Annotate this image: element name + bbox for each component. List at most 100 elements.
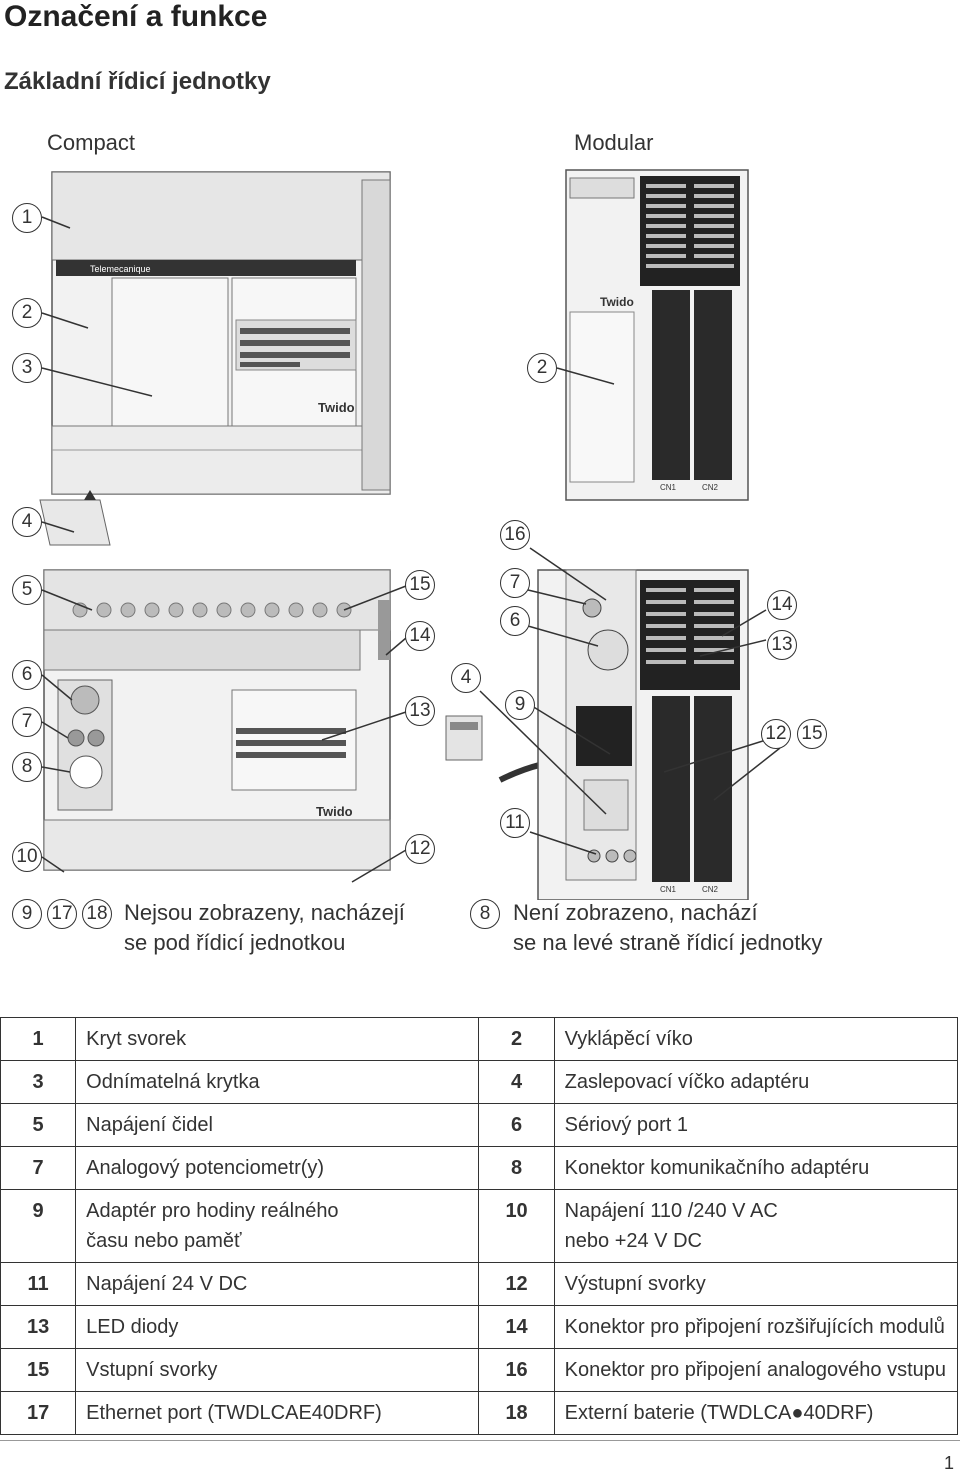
footer-rule bbox=[0, 1440, 960, 1441]
legend-number: 14 bbox=[478, 1305, 555, 1349]
callout-13-modular: 13 bbox=[767, 630, 797, 660]
callout-12-modular: 12 bbox=[761, 719, 791, 749]
legend-description: Napájení 110 /240 V AC nebo +24 V DC bbox=[553, 1189, 959, 1263]
legend-number: 8 bbox=[478, 1146, 555, 1190]
legend-number-text: 7 bbox=[32, 1157, 44, 1179]
legend-number-text: 15 bbox=[26, 1359, 50, 1381]
legend-description: Analogový potenciometr(y) bbox=[75, 1146, 480, 1190]
legend-description-text: Konektor pro připojení rozšiřujících mod… bbox=[564, 1316, 945, 1338]
legend-number: 17 bbox=[0, 1391, 77, 1435]
callout-8: 8 bbox=[12, 752, 42, 782]
legend-row: 1 Kryt svorek 2 Vyklápěcí víko bbox=[0, 1017, 959, 1061]
callout-15: 15 bbox=[405, 570, 435, 600]
legend-description-text: Napájení 110 /240 V AC bbox=[564, 1200, 778, 1222]
modular-controller-open: CN1 CN2 bbox=[537, 569, 749, 900]
legend-number: 9 bbox=[0, 1189, 77, 1263]
legend-number-text: 4 bbox=[511, 1071, 523, 1093]
callout-7: 7 bbox=[12, 707, 42, 737]
cn1-label-top: CN1 bbox=[660, 483, 677, 492]
device-illustrations: Telemecanique Twido Twido bbox=[39, 169, 781, 900]
legend-description: LED diody bbox=[75, 1305, 480, 1349]
callout-4: 4 bbox=[12, 507, 42, 537]
legend-description: Konektor komunikačního adaptéru bbox=[553, 1146, 959, 1190]
legend-description: Externí baterie (TWDLCA●40DRF) bbox=[553, 1391, 959, 1435]
legend-description: Zaslepovací víčko adaptéru bbox=[553, 1060, 959, 1104]
callout-6: 6 bbox=[12, 660, 42, 690]
modular-note-line1: Není zobrazeno, nachází bbox=[513, 900, 758, 925]
legend-row: 5 Napájení čidel 6 Sériový port 1 bbox=[0, 1103, 959, 1147]
adapter-cap bbox=[445, 715, 483, 761]
legend-description-text: LED diody bbox=[86, 1316, 179, 1338]
legend-description: Konektor pro připojení analogového vstup… bbox=[553, 1348, 959, 1392]
legend-row: 7 Analogový potenciometr(y) 8 Konektor komu… bbox=[0, 1146, 959, 1190]
legend-row: 13 LED diody 14 Konektor pro připojení rozš… bbox=[0, 1305, 959, 1349]
cn2-label-top: CN2 bbox=[702, 483, 719, 492]
callout-5: 5 bbox=[12, 575, 42, 605]
compact-controller-top: Telemecanique Twido bbox=[51, 171, 391, 495]
modular-note-line2: se na levé straně řídicí jednotky bbox=[513, 930, 823, 955]
legend-description: Ethernet port (TWDLCAE40DRF) bbox=[75, 1391, 480, 1435]
legend-description-text: Vstupní svorky bbox=[86, 1359, 218, 1381]
legend-number: 10 bbox=[478, 1189, 555, 1263]
legend-description-text: Adaptér pro hodiny reálného bbox=[86, 1200, 339, 1222]
leader-lines bbox=[41, 216, 781, 883]
callout-7-modular: 7 bbox=[500, 568, 530, 598]
note-callout-18: 18 bbox=[82, 899, 112, 929]
legend-description: Napájení čidel bbox=[75, 1103, 480, 1147]
callout-2-modular: 2 bbox=[527, 353, 557, 383]
note-callout-8: 8 bbox=[470, 899, 500, 929]
legend-number-text: 8 bbox=[511, 1157, 523, 1179]
callout-12: 12 bbox=[405, 834, 435, 864]
legend-number-text: 12 bbox=[505, 1273, 528, 1295]
legend-description-text: Sériový port 1 bbox=[564, 1114, 689, 1136]
legend-number: 12 bbox=[478, 1262, 555, 1306]
legend-number: 18 bbox=[478, 1391, 555, 1435]
legend-description-text: Odnímatelná krytka bbox=[86, 1071, 260, 1093]
legend-number-text: 5 bbox=[32, 1114, 44, 1136]
legend-number: 5 bbox=[0, 1103, 77, 1147]
legend-number-text: 16 bbox=[505, 1359, 528, 1381]
legend-description: Kryt svorek bbox=[75, 1017, 480, 1061]
compact-note-line2: se pod řídicí jednotkou bbox=[124, 930, 346, 955]
legend-number: 6 bbox=[478, 1103, 555, 1147]
callout-15-modular: 15 bbox=[797, 719, 827, 749]
callout-4-modular: 4 bbox=[451, 663, 481, 693]
legend-number: 16 bbox=[478, 1348, 555, 1392]
callout-1: 1 bbox=[12, 203, 42, 233]
note-callout-9: 9 bbox=[12, 899, 42, 929]
legend-number: 13 bbox=[0, 1305, 77, 1349]
legend-description: Odnímatelná krytka bbox=[75, 1060, 480, 1104]
legend-description-text: Vyklápěcí víko bbox=[564, 1028, 693, 1050]
legend-row: 17 Ethernet port (TWDLCAE40DRF) 18 Externí … bbox=[0, 1391, 959, 1435]
legend-number-text: 11 bbox=[27, 1273, 49, 1295]
callout-14-modular: 14 bbox=[767, 590, 797, 620]
legend-number-text: 3 bbox=[32, 1071, 44, 1093]
legend-number: 1 bbox=[0, 1017, 77, 1061]
modular-controller-top: Twido CN1 CN2 bbox=[565, 169, 749, 501]
legend-number-text: 17 bbox=[26, 1402, 50, 1424]
legend-number-text: 2 bbox=[511, 1028, 523, 1050]
legend-description-text: Kryt svorek bbox=[86, 1028, 187, 1050]
page-number: 1 bbox=[943, 1453, 954, 1473]
legend-number-text: 9 bbox=[32, 1200, 44, 1222]
legend-number-text: 13 bbox=[26, 1316, 50, 1338]
legend-number: 15 bbox=[0, 1348, 77, 1392]
legend-description: Sériový port 1 bbox=[553, 1103, 959, 1147]
cn1-label-open: CN1 bbox=[660, 885, 677, 894]
legend-number: 4 bbox=[478, 1060, 555, 1104]
legend-description-text: Ethernet port (TWDLCAE40DRF) bbox=[86, 1402, 382, 1424]
legend-description-text: Napájení čidel bbox=[86, 1114, 213, 1136]
compact-label: Compact bbox=[47, 130, 136, 155]
legend-description-text: Konektor pro připojení analogového vstup… bbox=[564, 1359, 947, 1381]
modular-label: Modular bbox=[574, 130, 654, 155]
callout-2: 2 bbox=[12, 298, 42, 328]
legend-number-text: 1 bbox=[32, 1028, 44, 1050]
maker-logo-compact: Telemecanique bbox=[90, 264, 151, 274]
legend-description-text-line2: nebo +24 V DC bbox=[564, 1230, 702, 1252]
legend-number: 7 bbox=[0, 1146, 77, 1190]
legend-number-text: 14 bbox=[505, 1316, 528, 1338]
legend-number-text: 18 bbox=[505, 1402, 528, 1424]
callout-13: 13 bbox=[405, 696, 435, 726]
